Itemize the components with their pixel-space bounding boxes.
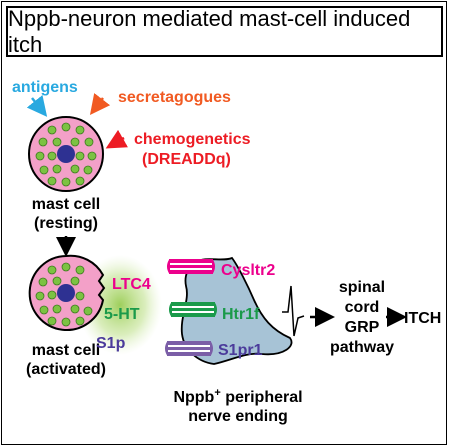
resting-mast-cell xyxy=(28,116,104,192)
mediator-s1p: S1p xyxy=(96,335,126,352)
receptor-cysltr2-icon xyxy=(167,259,215,274)
pathway-line3: GRP xyxy=(345,319,380,336)
action-potential-icon xyxy=(282,285,305,337)
nerve-label-prefix: Nppb xyxy=(173,389,214,406)
nerve-label-superscript: + xyxy=(214,387,220,399)
antigens-arrow xyxy=(26,95,48,117)
secretagogues-label: secretagogues xyxy=(118,89,231,106)
secretagogues-arrow xyxy=(89,93,111,115)
activated-cell-label-line1: mast cell xyxy=(32,342,100,359)
pathway-line2: cord xyxy=(345,299,380,316)
resting-cell-label-line2: (resting) xyxy=(34,215,98,232)
nerve-label-line2: nerve ending xyxy=(188,408,288,425)
receptor-htr1f-icon xyxy=(169,302,217,317)
receptor-htr1f-label: Htr1f xyxy=(222,306,260,323)
pathway-line1: spinal xyxy=(339,279,385,296)
nerve-ending xyxy=(180,256,293,365)
itch-label: ITCH xyxy=(404,310,441,327)
activated-cell-label-line2: (activated) xyxy=(26,361,106,378)
nerve-label-line1: Nppb+ peripheral xyxy=(173,387,302,406)
resting-granules xyxy=(35,122,97,187)
resting-cell-label-line1: mast cell xyxy=(32,196,100,213)
antigens-label: antigens xyxy=(12,79,78,96)
receptor-s1pr1-icon xyxy=(165,341,213,356)
chemogenetics-arrow xyxy=(105,129,128,149)
mediator-5ht: 5-HT xyxy=(104,306,140,323)
nerve-label-suffix: peripheral xyxy=(221,389,303,406)
dreaddq-label: (DREADDq) xyxy=(142,151,231,168)
activated-mast-cell xyxy=(28,254,106,331)
figure-title: Nppb-neuron mediated mast-cell induced i… xyxy=(6,6,443,57)
activated-granules xyxy=(35,262,93,327)
mediator-ltc4: LTC4 xyxy=(112,276,151,293)
receptor-cysltr2-label: Cysltr2 xyxy=(221,262,275,279)
chemogenetics-label: chemogenetics xyxy=(134,131,251,148)
pathway-line4: pathway xyxy=(330,339,394,356)
receptor-s1pr1-label: S1pr1 xyxy=(218,342,263,359)
